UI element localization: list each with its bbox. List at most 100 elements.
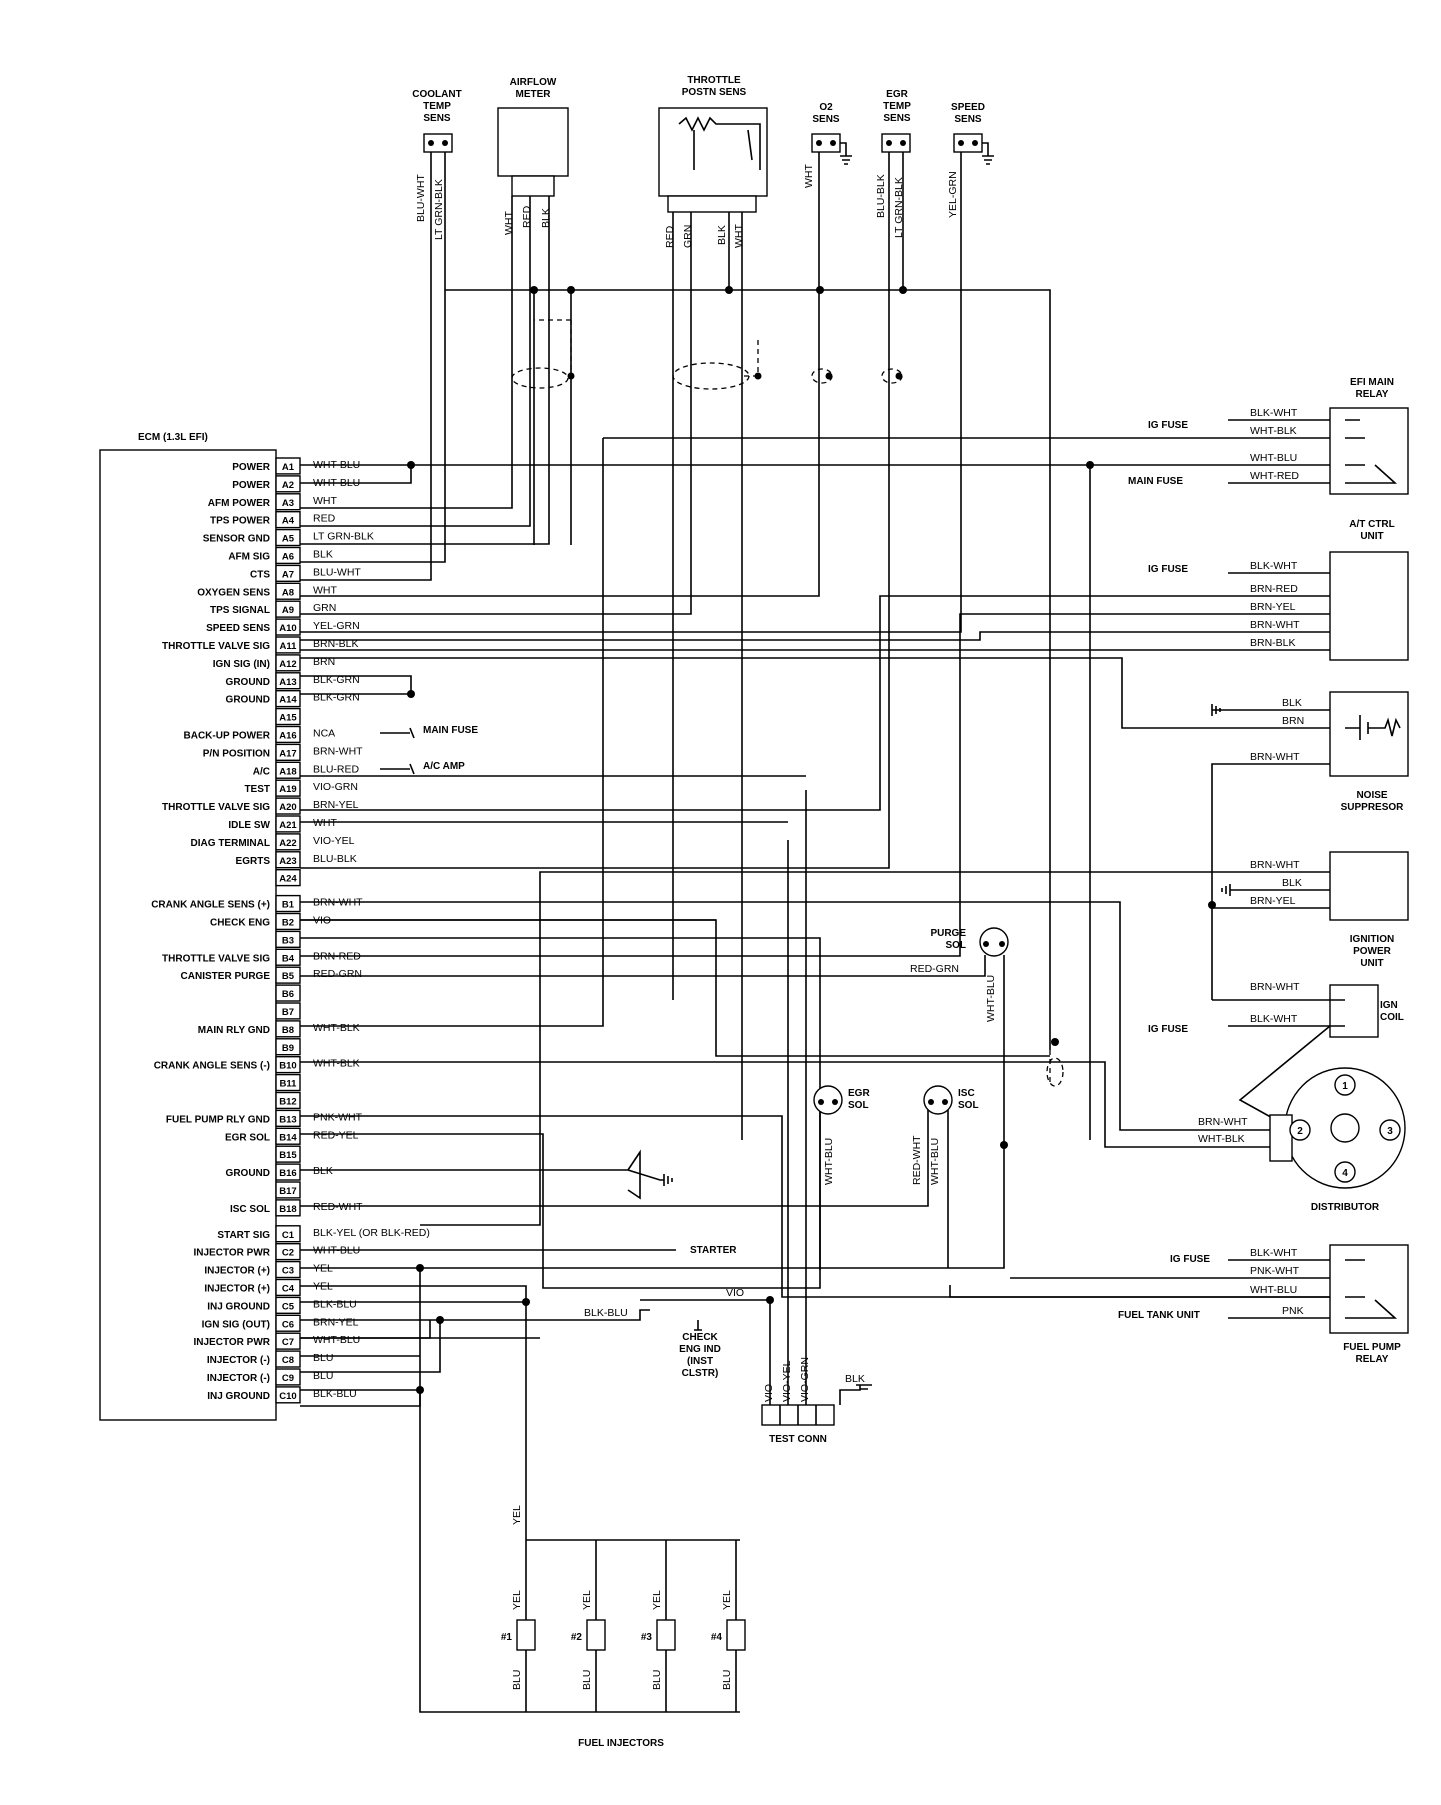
ecm-pin-box — [275, 930, 301, 949]
ecm-pin-id: A11 — [280, 641, 298, 652]
injector-number: #1 — [501, 1632, 513, 1643]
ign-power-wire-3: BRN-YEL — [1250, 895, 1296, 907]
ecm-pin-wire: WHT-BLK — [313, 1022, 360, 1034]
fp-relay-label-1: FUEL PUMP — [1343, 1342, 1401, 1353]
ecm-pin-function: INJ GROUND — [207, 1301, 270, 1312]
at-wire-4: BRN-WHT — [1250, 619, 1300, 631]
ecm-title: ECM (1.3L EFI) — [138, 432, 208, 443]
injector-body — [656, 1619, 676, 1651]
ecm-pin-function: INJECTOR (+) — [204, 1266, 270, 1277]
ecm-pin-box — [275, 725, 301, 744]
coolant-wire-1: BLU-WHT — [415, 174, 427, 222]
egr-sol-label-1: EGR — [848, 1088, 870, 1099]
ecm-pin-box — [275, 528, 301, 547]
ecm-pin-id: B7 — [282, 1007, 294, 1018]
ecm-pin-function: FUEL PUMP RLY GND — [166, 1114, 270, 1125]
egr-temp-wire-2: LT GRN-BLK — [893, 177, 905, 238]
ecm-pin-id: B17 — [279, 1186, 296, 1197]
egr-solenoid: EGR SOL WHT-BLU — [813, 1085, 870, 1185]
ecm-pin-wire: BLK-BLU — [313, 1298, 357, 1310]
at-ig-fuse: IG FUSE — [1148, 564, 1188, 575]
ecm-pin-id: B13 — [279, 1114, 296, 1125]
o2-sensor: O2 SENS WHT — [803, 102, 852, 188]
efi-wire-4: WHT-RED — [1250, 470, 1299, 482]
dist-term-4: 4 — [1342, 1168, 1348, 1179]
ecm-pin-function: TEST — [244, 784, 270, 795]
fuel-pump-relay-body — [1329, 1244, 1409, 1334]
injector-number: #2 — [571, 1632, 583, 1643]
at-ctrl-body — [1329, 551, 1409, 661]
distributor-label: DISTRIBUTOR — [1311, 1202, 1380, 1213]
ecm-pin-wire: BLK-YEL (OR BLK-RED) — [313, 1227, 430, 1239]
test-connector: TEST CONN VIO VIO-YEL VIO-GRN BLK — [761, 1357, 865, 1445]
ecm-pin-box — [275, 1038, 301, 1056]
fp-wire-4: PNK — [1282, 1305, 1304, 1317]
isc-sol-body — [923, 1085, 953, 1115]
ecm-pin-id: A13 — [279, 677, 296, 688]
ecm-pin-box — [275, 493, 301, 511]
injector-body — [586, 1619, 606, 1651]
ecm-pin-id: B9 — [282, 1043, 294, 1054]
at-ctrl-label-2: UNIT — [1360, 531, 1383, 542]
ecm-pin-id: A4 — [282, 516, 295, 527]
wires — [300, 152, 1331, 1713]
ecm-pin-wire: BRN-YEL — [313, 1316, 359, 1328]
ecm-pin-id: B16 — [279, 1168, 296, 1179]
ecm-pin-wire: WHT-BLU — [313, 1334, 360, 1346]
ecm-pin-wire: PNK-WHT — [313, 1111, 363, 1123]
efi-main-fuse: MAIN FUSE — [1128, 476, 1183, 487]
ign-power-body — [1329, 851, 1409, 921]
ecm-pin-id: C1 — [282, 1230, 295, 1241]
fuel-injectors-title: FUEL INJECTORS — [578, 1738, 664, 1749]
tps-wire-1: RED — [664, 225, 676, 248]
isc-solenoid: ISC SOL RED-WHT WHT-BLU — [911, 1085, 979, 1185]
ecm-pin-box — [275, 1296, 301, 1315]
ecm-pin-box — [275, 636, 301, 654]
ecm-pin-id: A23 — [279, 856, 296, 867]
ecm-pin-function: GROUND — [226, 695, 270, 706]
coolant-wire-2: LT GRN-BLK — [433, 179, 445, 240]
ecm-pin-function: BACK-UP POWER — [184, 731, 271, 742]
ecm-pin-wire: BRN — [313, 656, 335, 668]
ecm-pin-id: C4 — [282, 1284, 295, 1295]
o2-label-1: O2 — [819, 102, 833, 113]
coolant-label-2: TEMP — [423, 101, 451, 112]
ecm-pin-box — [275, 600, 301, 618]
ecm-pin-wire: BLK-BLU — [313, 1388, 357, 1400]
coil-ig-fuse: IG FUSE — [1148, 1024, 1188, 1035]
noise-label-1: NOISE — [1356, 790, 1387, 801]
ecm-pin-function: GROUND — [226, 1168, 270, 1179]
ecm-pin-id: B2 — [282, 918, 294, 929]
egr-sol-label-2: SOL — [848, 1100, 869, 1111]
efi-main-relay: EFI MAIN RELAY IG FUSE MAIN FUSE BLK-WHT… — [1128, 377, 1409, 495]
ecm-pin-box — [275, 1073, 301, 1092]
ecm-pin-box — [275, 948, 301, 966]
ecm-pin-function: INJECTOR (-) — [207, 1373, 270, 1384]
ecm-pin-wire: WHT-BLK — [313, 1058, 360, 1070]
ecm-pin-id: C2 — [282, 1248, 294, 1259]
noise-body — [1329, 691, 1409, 777]
ecm-pin-id: A2 — [282, 480, 294, 491]
ecm-pin-box — [275, 743, 301, 762]
ecm-pin-id: B4 — [282, 953, 295, 964]
ecm-pin-box — [275, 1199, 301, 1217]
ecm-pin-id: A16 — [279, 731, 296, 742]
blk-blu-label: BLK-BLU — [584, 1307, 628, 1319]
fuel-pump-relay: FUEL PUMP RELAY IG FUSE FUEL TANK UNIT B… — [1118, 1244, 1409, 1365]
tps-wire-2: GRN — [682, 225, 694, 248]
dist-wire-1: BRN-WHT — [1198, 1116, 1248, 1128]
ecm-pin-function: MAIN RLY GND — [198, 1025, 270, 1036]
ecm-pin-wire: BRN-WHT — [313, 745, 363, 757]
ecm-pin-function: CHECK ENG — [210, 918, 270, 929]
ecm-pin-function: OXYGEN SENS — [197, 587, 270, 598]
ecm-pin-box — [275, 912, 301, 931]
egr-temp-sensor: EGR TEMP SENS BLU-BLK LT GRN-BLK — [875, 89, 911, 238]
purge-label-2: SOL — [945, 940, 966, 951]
egr-temp-label-2: TEMP — [883, 101, 911, 112]
ecm-pin-id: A17 — [279, 748, 296, 759]
speed-wire-1: YEL-GRN — [947, 171, 959, 218]
ecm-pin-id: A21 — [279, 820, 297, 831]
ecm-pin-function: IDLE SW — [228, 820, 270, 831]
ecm-pin-box — [275, 1350, 301, 1368]
